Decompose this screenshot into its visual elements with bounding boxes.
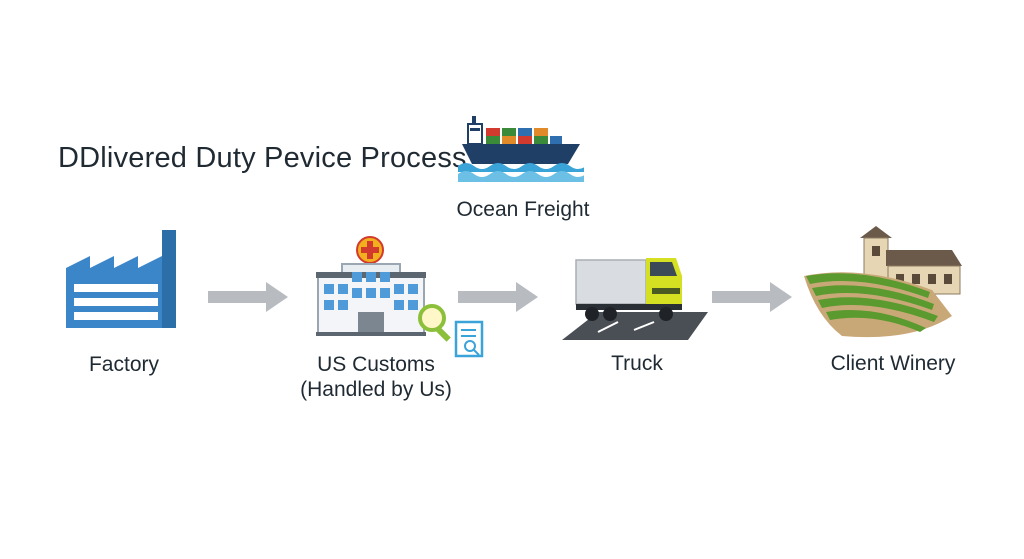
factory-icon (62, 228, 184, 330)
flow-arrow-1 (208, 280, 290, 314)
cargo-ship-icon (458, 112, 584, 190)
ocean-freight-label: Ocean Freight (456, 198, 590, 221)
flow-arrow-3 (712, 280, 794, 314)
diagram-title: DDlivered Duty Pevice Process (58, 142, 467, 174)
winery-icon (802, 224, 972, 342)
us-customs-label: US Customs (317, 353, 435, 376)
client-winery-label: Client Winery (830, 352, 956, 375)
us-customs-sublabel: (Handled by Us) (300, 378, 452, 401)
flow-arrow-2 (458, 280, 540, 314)
customs-building-icon (316, 236, 496, 364)
factory-label: Factory (88, 353, 159, 376)
truck-icon (558, 250, 710, 342)
truck-label: Truck (611, 352, 663, 375)
